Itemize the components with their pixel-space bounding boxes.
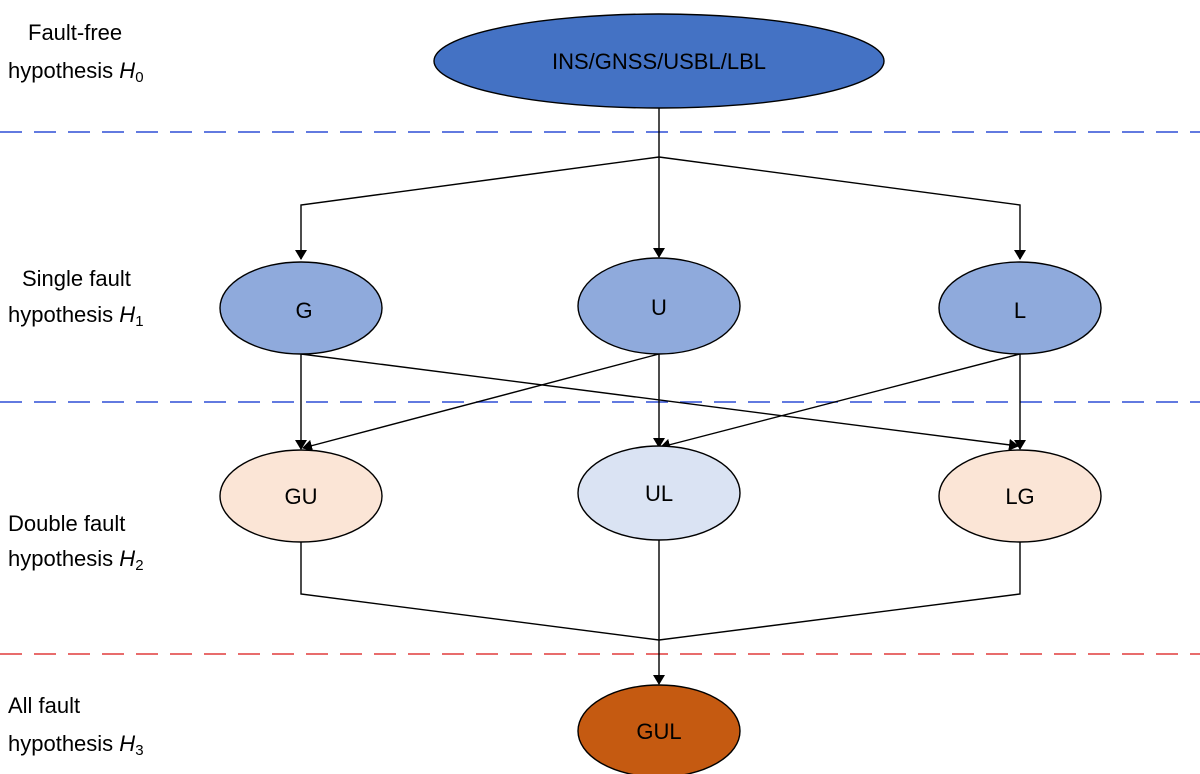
node-ul: UL [577,445,741,541]
node-root: INS/GNSS/USBL/LBL [433,13,885,109]
level-h1-line2: hypothesis H1 [8,302,144,330]
level-h2-symbol: H [119,546,135,571]
level-h0-line2: hypothesis H0 [8,58,144,86]
node-gu: GU [219,449,383,543]
edge-u-to-gu [302,353,660,452]
level-h0-line1: Fault-free [28,20,122,45]
node-l-label: L [1014,298,1026,323]
node-g: G [219,261,383,355]
edge-gu-to-merge [300,542,660,641]
node-gu-label: GU [285,484,318,509]
node-ul-label: UL [645,481,673,506]
level-h3-line2: hypothesis H3 [8,731,144,759]
level-h3-word: hypothesis [8,731,119,756]
node-lg: LG [938,449,1102,543]
level-h1-subscript: 1 [135,313,143,330]
level-h2-line1: Double fault [8,511,125,536]
level-h0-word: hypothesis [8,58,119,83]
node-u-label: U [651,295,667,320]
node-ul-shape [577,445,741,541]
level-h3-line1: All fault [8,693,80,718]
level-h1-symbol: H [119,302,135,327]
level-h3-subscript: 3 [135,742,143,759]
level-h2-subscript: 2 [135,557,143,574]
edge-lg-to-merge [658,542,1021,641]
level-h0-symbol: H [119,58,135,83]
node-gul: GUL [577,684,741,774]
node-root-label: INS/GNSS/USBL/LBL [552,49,766,74]
edge-l-to-ul [660,353,1021,451]
level-h3-symbol: H [119,731,135,756]
node-l: L [938,261,1102,355]
node-root-shape [433,13,885,109]
level-h0-subscript: 0 [135,69,143,86]
node-lg-label: LG [1005,484,1034,509]
node-gul-shape [577,684,741,774]
node-g-label: G [295,298,312,323]
level-h1-word: hypothesis [8,302,119,327]
level-h1-line1: Single fault [22,266,131,291]
node-gu-shape [219,449,383,543]
node-l-shape [938,261,1102,355]
node-g-shape [219,261,383,355]
level-h2-word: hypothesis [8,546,119,571]
level-h2-line2: hypothesis H2 [8,546,144,574]
edge-root-to-g [295,156,660,260]
node-gul-label: GUL [636,719,681,744]
node-u-shape [577,257,741,355]
node-u: U [577,257,741,355]
edge-root-to-l [658,156,1026,260]
node-lg-shape [938,449,1102,543]
